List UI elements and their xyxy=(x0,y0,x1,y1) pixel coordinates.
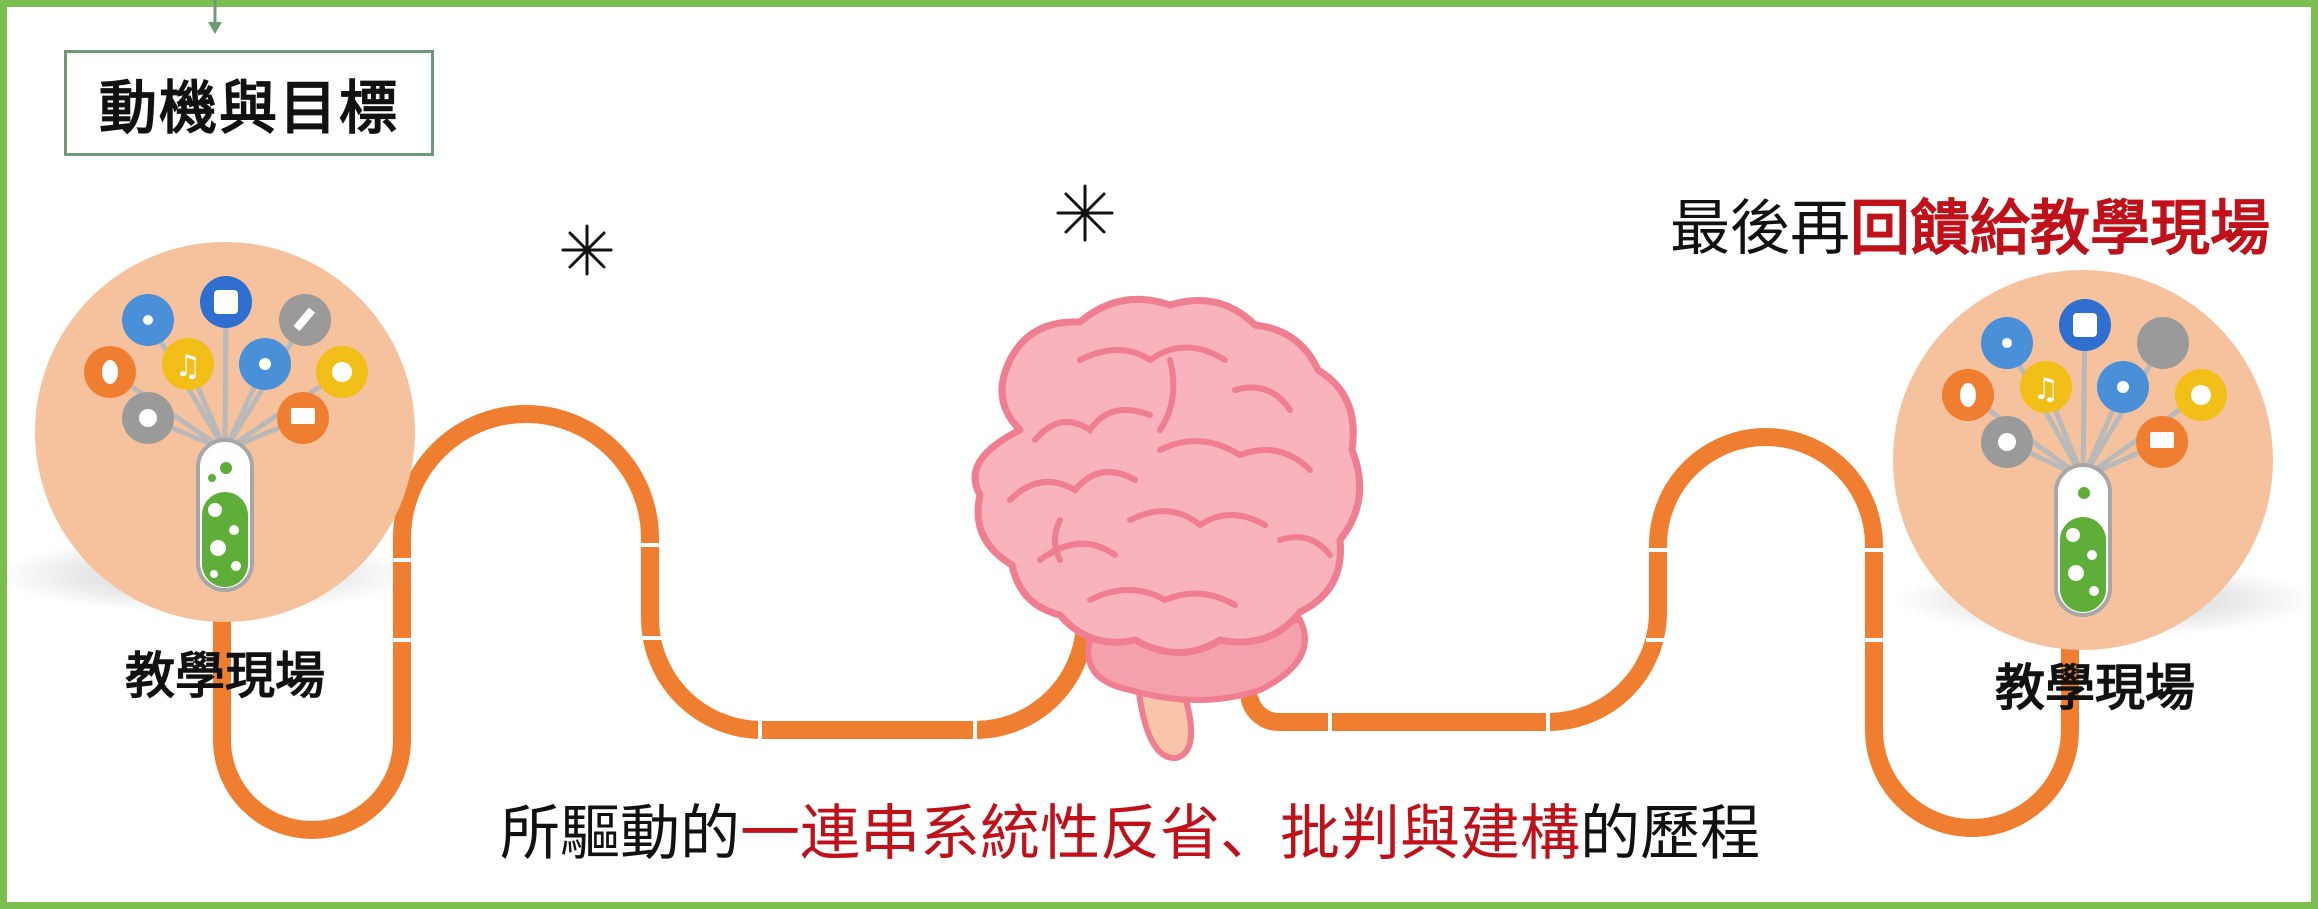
test-tube-icon xyxy=(196,438,254,592)
left-label: 教學現場 xyxy=(125,647,325,705)
sparkle-icon xyxy=(561,224,613,276)
bottom-caption-highlight: 一連串系統性反省、批判與建構 xyxy=(740,799,1580,869)
page-title: 動機與目標 xyxy=(64,50,434,156)
top-caption-highlight: 回饋給教學現場 xyxy=(1850,194,2270,264)
bottom-caption-prefix: 所驅動的 xyxy=(500,799,740,869)
sparkle-icon xyxy=(1056,184,1114,242)
brain-icon xyxy=(971,295,1364,761)
right-lab-illustration: ♫ xyxy=(1893,270,2315,650)
tools-icon xyxy=(2137,317,2189,369)
top-arrow-icon xyxy=(208,0,222,34)
svg-text:♫: ♫ xyxy=(175,349,202,384)
svg-text:♫: ♫ xyxy=(2033,372,2060,407)
music-icon xyxy=(2020,361,2072,413)
bottom-caption-suffix: 的歷程 xyxy=(1580,799,1760,869)
top-caption: 最後再回饋給教學現場 xyxy=(1630,180,2270,267)
music-icon xyxy=(162,338,214,390)
right-label: 教學現場 xyxy=(1995,659,2195,717)
test-tube-icon xyxy=(2054,463,2112,617)
bottom-caption: 所驅動的一連串系統性反省、批判與建構的歷程 xyxy=(420,785,1840,872)
left-lab-illustration: ♫ xyxy=(0,242,415,622)
top-caption-prefix: 最後再 xyxy=(1670,194,1850,264)
